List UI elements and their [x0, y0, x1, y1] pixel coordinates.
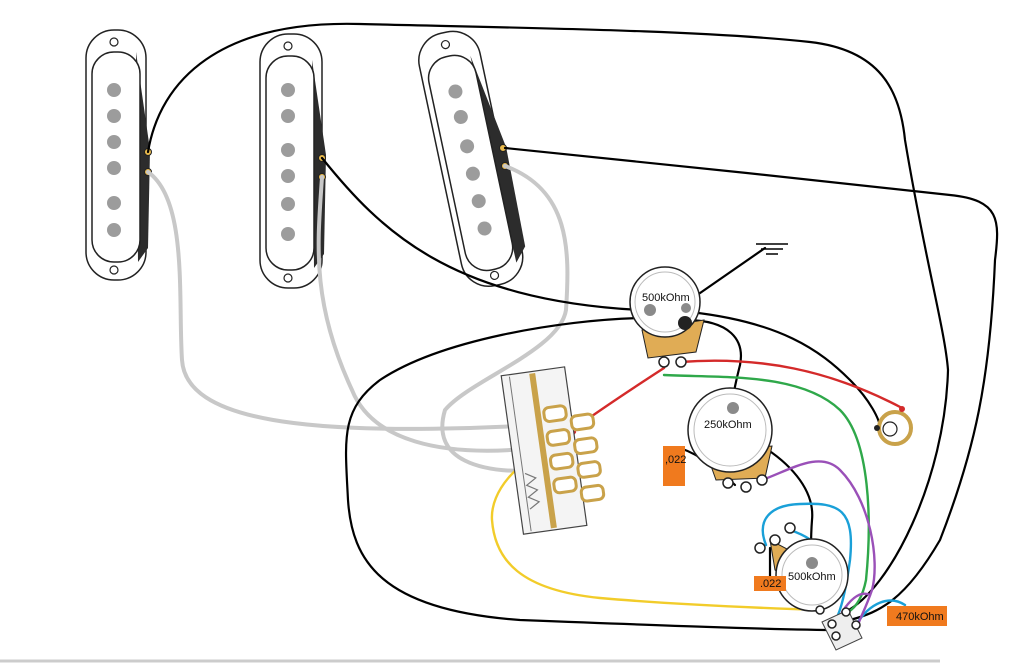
capacitor-2-label: .022	[760, 578, 781, 590]
pickup-bridge	[418, 30, 526, 287]
lug-block	[815, 605, 863, 651]
pickup-middle	[259, 33, 326, 289]
resistor-label: 470kOhm	[896, 611, 944, 623]
gray-wires	[146, 164, 570, 473]
pickup-neck	[85, 29, 152, 281]
tone-pot-1-label: 250kOhm	[704, 419, 752, 431]
capacitor-1-label: ,022	[665, 454, 686, 466]
tone-pot-2: 500kOhm	[754, 522, 849, 612]
black-wires	[146, 22, 999, 632]
ground-icon	[756, 243, 788, 255]
tone-pot-2-label: 500kOhm	[788, 571, 836, 583]
yellow-wire	[490, 448, 822, 612]
tone-pot-1: 250kOhm	[687, 387, 773, 493]
capacitor-1-tag: ,022	[663, 446, 686, 486]
volume-pot-label: 500kOhm	[642, 292, 690, 304]
volume-pot: 500kOhm	[629, 266, 705, 368]
output-jack	[874, 406, 913, 446]
selector-switch	[500, 366, 606, 535]
resistor-tag: 470kOhm	[887, 606, 947, 626]
capacitor-2-tag: .022	[754, 576, 786, 591]
